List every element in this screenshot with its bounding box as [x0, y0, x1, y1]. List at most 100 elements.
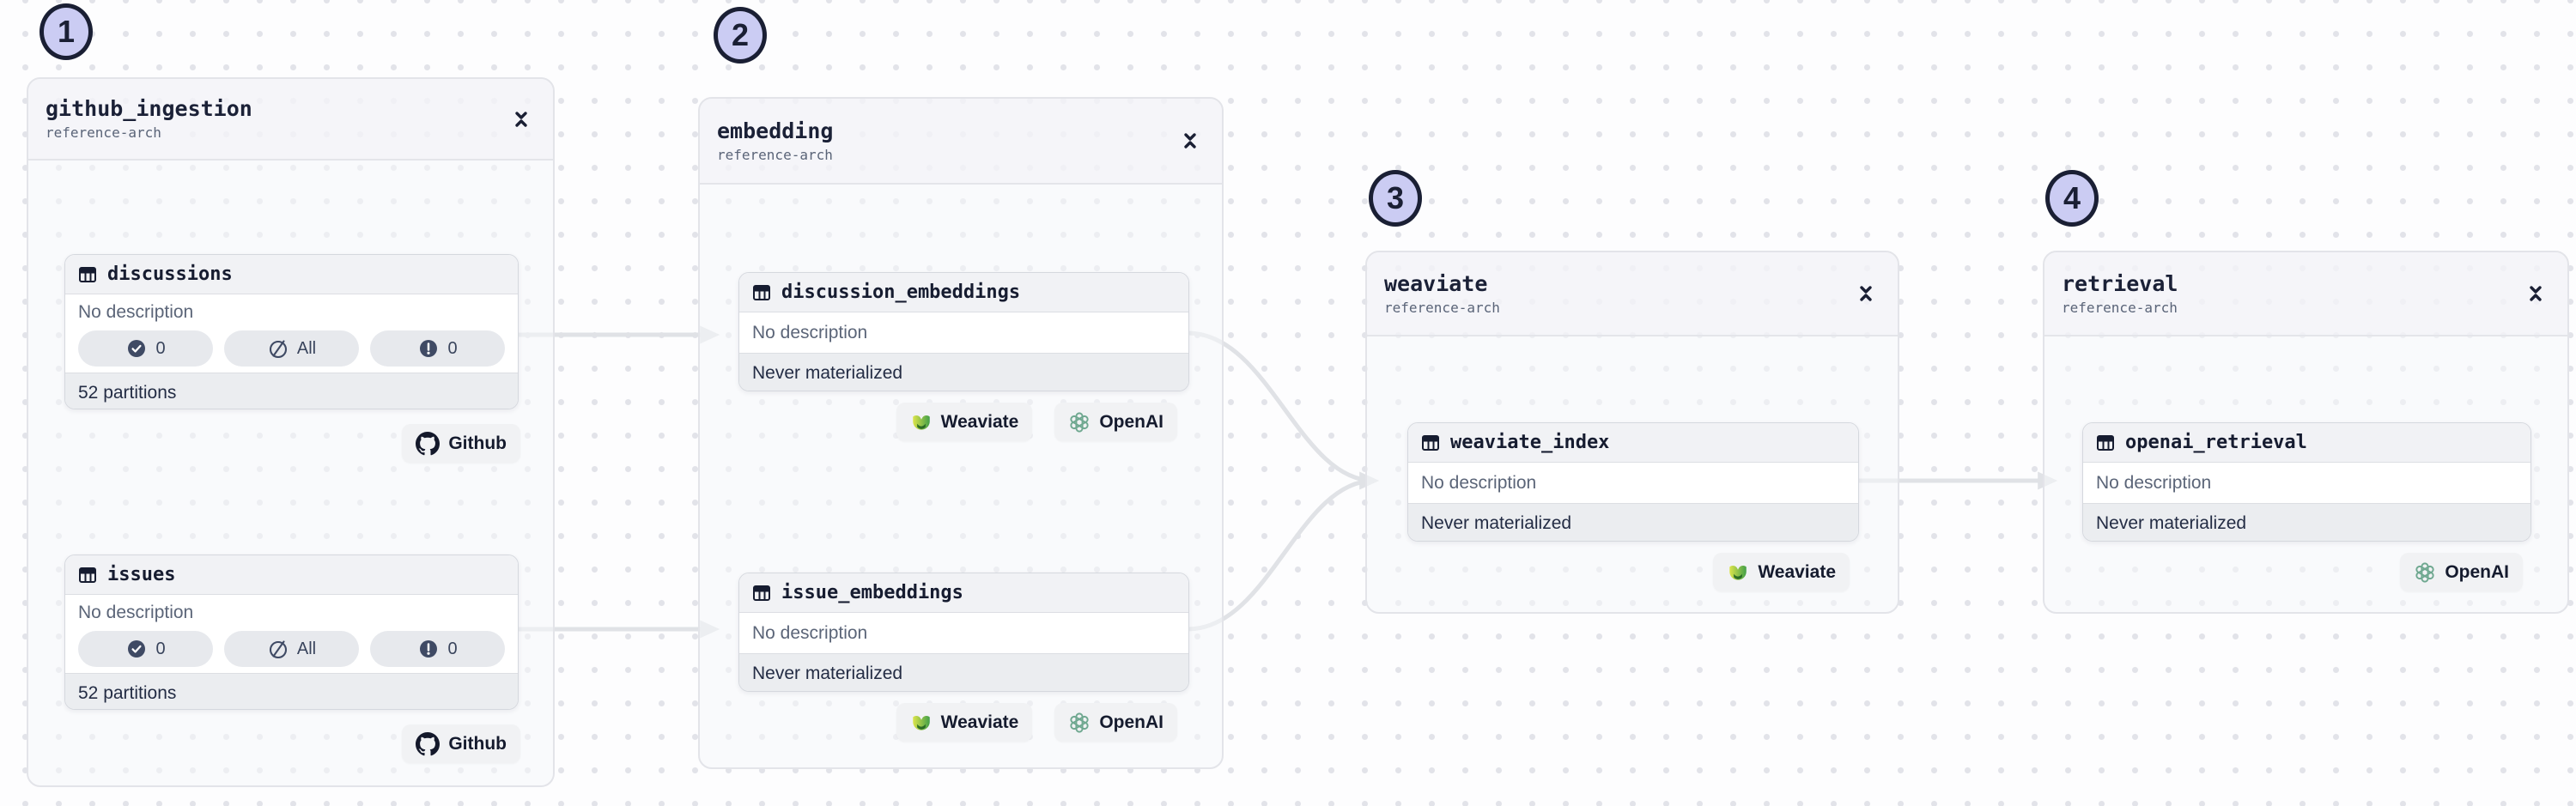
group-title: github_ingestion [46, 96, 252, 121]
step-number: 2 [731, 17, 750, 52]
collapse-group-button[interactable] [507, 103, 536, 136]
collapse-vertical-icon [1855, 280, 1877, 307]
asset-materialization-footer: Never materialized [1408, 503, 1858, 541]
step-number: 3 [1386, 180, 1405, 215]
materialized-count-badge[interactable]: 0 [78, 330, 213, 367]
collapse-group-button[interactable] [1851, 277, 1880, 310]
kind-tag-label: Github [448, 433, 507, 453]
kind-tag-weaviate[interactable]: Weaviate [896, 703, 1033, 742]
group-header[interactable]: embedding reference-arch [700, 99, 1222, 185]
badge-label: 0 [447, 639, 458, 658]
group-header[interactable]: retrieval reference-arch [2044, 252, 2567, 336]
asset-materialization-footer: Never materialized [739, 653, 1188, 691]
collapse-group-button[interactable] [1176, 124, 1205, 157]
openai-logo-icon [1068, 712, 1091, 734]
kind-tag-openai[interactable]: OpenAI [2400, 553, 2523, 591]
alert-circle-icon [417, 638, 440, 660]
slash-circle-icon [267, 337, 289, 360]
failed-count-badge[interactable]: 0 [370, 631, 505, 667]
asset-card-header: issue_embeddings [739, 573, 1188, 613]
kind-tag-weaviate[interactable]: Weaviate [1713, 553, 1850, 591]
kind-tag-label: OpenAI [1099, 411, 1163, 432]
asset-card-header: discussion_embeddings [739, 273, 1188, 312]
asset-card-discussions[interactable]: discussions No description 0 All 0 52 pa… [64, 254, 519, 409]
asset-card-body: No description 0 All 0 [65, 595, 518, 673]
asset-status-badges: 0 All 0 [78, 330, 505, 367]
kind-tag-label: Weaviate [1758, 561, 1836, 582]
asset-card-discussion-embeddings[interactable]: discussion_embeddings No description Nev… [738, 272, 1189, 391]
group-subtitle: reference-arch [717, 146, 833, 163]
kind-tag-github[interactable]: Github [402, 724, 520, 763]
asset-description: No description [752, 622, 868, 643]
asset-partitions-footer: 52 partitions [65, 373, 518, 409]
missing-partitions-badge[interactable]: All [224, 631, 359, 667]
step-badge-4: 4 [2045, 170, 2099, 227]
asset-card-issues[interactable]: issues No description 0 All 0 52 partiti… [64, 555, 519, 710]
asset-materialization-footer: Never materialized [2083, 503, 2530, 541]
weaviate-logo-icon [1727, 561, 1749, 584]
badge-label: All [296, 639, 317, 658]
group-title: weaviate [1384, 270, 1488, 296]
asset-kind-tags: OpenAI [2400, 553, 2523, 591]
openai-logo-icon [2414, 561, 2436, 584]
kind-tag-openai[interactable]: OpenAI [1054, 703, 1177, 742]
collapse-vertical-icon [1179, 127, 1201, 155]
kind-tag-label: Weaviate [940, 411, 1019, 432]
asset-description: No description [752, 322, 868, 342]
openai-logo-icon [1068, 411, 1091, 433]
asset-group-retrieval: retrieval reference-arch openai_retrieva… [2043, 251, 2569, 614]
step-badge-2: 2 [714, 7, 767, 64]
asset-kind-tags: Weaviate OpenAI [896, 703, 1177, 742]
kind-tag-label: Github [448, 733, 507, 754]
check-circle-icon [125, 337, 148, 360]
group-title: embedding [717, 118, 834, 143]
group-title: retrieval [2062, 270, 2178, 296]
asset-card-body: No description 0 All 0 [65, 294, 518, 373]
check-circle-icon [125, 638, 148, 660]
asset-status-badges: 0 All 0 [78, 631, 505, 667]
kind-tag-label: OpenAI [2445, 561, 2509, 582]
table-icon [1420, 433, 1441, 453]
collapse-group-button[interactable] [2521, 277, 2550, 310]
asset-card-openai-retrieval[interactable]: openai_retrieval No description Never ma… [2082, 422, 2531, 542]
github-logo-icon [416, 431, 440, 456]
table-icon [77, 264, 98, 285]
asset-name: weaviate_index [1450, 432, 1610, 453]
slash-circle-icon [267, 638, 289, 660]
asset-name: issues [107, 564, 176, 585]
asset-group-embedding: embedding reference-arch discussion_embe… [698, 97, 1224, 769]
asset-card-issue-embeddings[interactable]: issue_embeddings No description Never ma… [738, 573, 1189, 692]
badge-label: 0 [155, 338, 166, 358]
group-subtitle: reference-arch [46, 124, 161, 141]
kind-tag-github[interactable]: Github [402, 424, 520, 463]
asset-card-weaviate-index[interactable]: weaviate_index No description Never mate… [1407, 422, 1859, 542]
asset-card-header: weaviate_index [1408, 423, 1858, 463]
failed-count-badge[interactable]: 0 [370, 330, 505, 367]
asset-partitions-footer: 52 partitions [65, 673, 518, 709]
missing-partitions-badge[interactable]: All [224, 330, 359, 367]
collapse-vertical-icon [510, 106, 532, 133]
asset-group-weaviate: weaviate reference-arch weaviate_index N… [1365, 251, 1899, 614]
step-badge-3: 3 [1369, 170, 1422, 227]
table-icon [2095, 433, 2116, 453]
badge-label: 0 [447, 338, 458, 358]
kind-tag-weaviate[interactable]: Weaviate [896, 403, 1033, 441]
asset-kind-tags: Github [402, 424, 520, 463]
group-header[interactable]: weaviate reference-arch [1367, 252, 1898, 336]
group-header[interactable]: github_ingestion reference-arch [28, 79, 553, 161]
asset-description: No description [78, 603, 194, 622]
asset-kind-tags: Weaviate OpenAI [896, 403, 1177, 441]
materialized-count-badge[interactable]: 0 [78, 631, 213, 667]
asset-card-header: discussions [65, 255, 518, 294]
asset-description: No description [2096, 472, 2212, 493]
table-icon [751, 583, 772, 603]
kind-tag-openai[interactable]: OpenAI [1054, 403, 1177, 441]
asset-materialization-footer: Never materialized [739, 353, 1188, 391]
github-logo-icon [416, 731, 440, 756]
badge-label: 0 [155, 639, 166, 658]
asset-description: No description [78, 302, 194, 322]
group-subtitle: reference-arch [1384, 299, 1500, 316]
asset-name: issue_embeddings [781, 582, 963, 603]
alert-circle-icon [417, 337, 440, 360]
